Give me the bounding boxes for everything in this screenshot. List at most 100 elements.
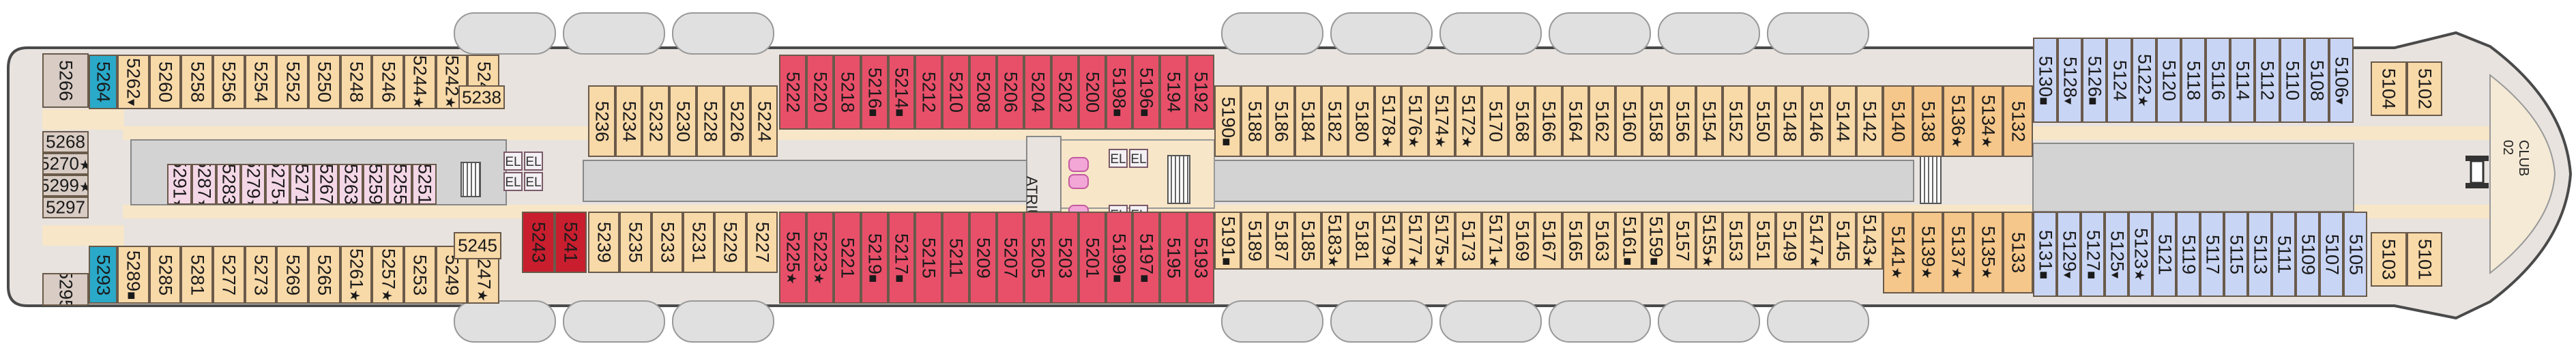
cabin-5271[interactable]: 5271 <box>289 164 314 205</box>
cabin-5258[interactable]: 5258 <box>181 55 213 109</box>
cabin-5225[interactable]: 5225★ <box>779 212 806 304</box>
cabin-5156[interactable]: 5156 <box>1669 85 1696 157</box>
cabin-5285[interactable]: 5285 <box>149 246 181 304</box>
cabin-5146[interactable]: 5146 <box>1802 85 1830 157</box>
cabin-5109[interactable]: 5109 <box>2296 212 2319 297</box>
cabin-5149[interactable]: 5149 <box>1776 212 1803 270</box>
cabin-5214[interactable]: 5214■ <box>888 55 916 130</box>
cabin-5121[interactable]: 5121 <box>2152 212 2176 297</box>
cabin-5140[interactable]: 5140 <box>1883 85 1913 157</box>
cabin-5198[interactable]: 5198■ <box>1105 55 1133 130</box>
cabin-5201[interactable]: 5201 <box>1078 212 1106 304</box>
cabin-5253[interactable]: 5253 <box>404 246 436 304</box>
cabin-5175[interactable]: 5175★ <box>1428 212 1455 270</box>
cabin-5246[interactable]: 5246 <box>372 55 404 109</box>
cabin-5205[interactable]: 5205 <box>1023 212 1051 304</box>
cabin-5257[interactable]: 5257★ <box>372 246 404 304</box>
cabin-5113[interactable]: 5113 <box>2248 212 2272 297</box>
cabin-5172[interactable]: 5172★ <box>1454 85 1482 157</box>
cabin-5105[interactable]: 5105 <box>2343 212 2367 297</box>
cabin-5233[interactable]: 5233 <box>651 212 683 273</box>
cabin-5115[interactable]: 5115 <box>2224 212 2248 297</box>
cabin-5265[interactable]: 5265 <box>308 246 340 304</box>
cabin-5261[interactable]: 5261★ <box>340 246 372 304</box>
cabin-5270[interactable]: 5270★ <box>42 153 89 175</box>
cabin-5166[interactable]: 5166 <box>1535 85 1562 157</box>
cabin-5164[interactable]: 5164 <box>1562 85 1589 157</box>
cabin-5183[interactable]: 5183★ <box>1321 212 1348 270</box>
cabin-5102[interactable]: 5102 <box>2406 61 2442 116</box>
cabin-5228[interactable]: 5228 <box>696 85 724 157</box>
cabin-5256[interactable]: 5256 <box>213 55 245 109</box>
cabin-5263[interactable]: 5263 <box>338 164 364 205</box>
cabin-5259[interactable]: 5259 <box>363 164 388 205</box>
cabin-5169[interactable]: 5169 <box>1508 212 1536 270</box>
cabin-5231[interactable]: 5231 <box>683 212 715 273</box>
cabin-5293[interactable]: 5293 <box>89 246 117 304</box>
cabin-5238[interactable]: 5238 <box>458 85 505 109</box>
cabin-5141[interactable]: 5141★ <box>1883 212 1913 293</box>
cabin-5203[interactable]: 5203 <box>1051 212 1079 304</box>
cabin-5181[interactable]: 5181 <box>1348 212 1375 270</box>
cabin-5154[interactable]: 5154 <box>1695 85 1723 157</box>
cabin-5273[interactable]: 5273 <box>244 246 277 304</box>
cabin-5107[interactable]: 5107 <box>2319 212 2343 297</box>
cabin-5122[interactable]: 5122★ <box>2131 38 2156 123</box>
cabin-5160[interactable]: 5160 <box>1615 85 1643 157</box>
cabin-5297[interactable]: 5297 <box>42 197 89 218</box>
cabin-5182[interactable]: 5182 <box>1321 85 1348 157</box>
cabin-5151[interactable]: 5151 <box>1749 212 1776 270</box>
cabin-5230[interactable]: 5230 <box>669 85 697 157</box>
cabin-5221[interactable]: 5221 <box>833 212 861 304</box>
cabin-5111[interactable]: 5111 <box>2272 212 2296 297</box>
cabin-5114[interactable]: 5114 <box>2230 38 2255 123</box>
cabin-5264[interactable]: 5264 <box>89 55 117 109</box>
cabin-5165[interactable]: 5165 <box>1562 212 1589 270</box>
cabin-5299[interactable]: 5299★ <box>42 175 89 197</box>
cabin-5241[interactable]: 5241 <box>554 212 587 273</box>
cabin-5125[interactable]: 5125▾ <box>2105 212 2128 297</box>
cabin-5200[interactable]: 5200 <box>1078 55 1106 130</box>
cabin-5170[interactable]: 5170 <box>1482 85 1509 157</box>
cabin-5162[interactable]: 5162 <box>1588 85 1615 157</box>
cabin-5287[interactable]: 5287★ <box>191 164 216 205</box>
cabin-5167[interactable]: 5167 <box>1535 212 1562 270</box>
cabin-5173[interactable]: 5173 <box>1454 212 1482 270</box>
cabin-5226[interactable]: 5226 <box>723 85 751 157</box>
cabin-5245[interactable]: 5245 <box>454 232 501 259</box>
cabin-5192[interactable]: 5192 <box>1187 55 1214 130</box>
cabin-5207[interactable]: 5207 <box>997 212 1024 304</box>
cabin-5234[interactable]: 5234 <box>615 85 643 157</box>
cabin-5124[interactable]: 5124 <box>2107 38 2132 123</box>
cabin-5224[interactable]: 5224 <box>750 85 778 157</box>
cabin-5252[interactable]: 5252 <box>276 55 308 109</box>
cabin-5255[interactable]: 5255 <box>387 164 413 205</box>
cabin-5153[interactable]: 5153 <box>1722 212 1749 270</box>
cabin-5103[interactable]: 5103 <box>2371 232 2407 287</box>
cabin-5189[interactable]: 5189 <box>1241 212 1268 270</box>
cabin-5143[interactable]: 5143★ <box>1856 212 1883 270</box>
cabin-5120[interactable]: 5120 <box>2156 38 2181 123</box>
cabin-5206[interactable]: 5206 <box>997 55 1024 130</box>
cabin-5132[interactable]: 5132 <box>2003 85 2033 157</box>
cabin-5104[interactable]: 5104 <box>2371 61 2407 116</box>
cabin-5117[interactable]: 5117 <box>2200 212 2224 297</box>
cabin-5262[interactable]: 5262▾ <box>117 55 149 109</box>
cabin-5212[interactable]: 5212 <box>915 55 943 130</box>
cabin-5127[interactable]: 5127■ <box>2081 212 2105 297</box>
cabin-5208[interactable]: 5208 <box>969 55 997 130</box>
cabin-5244[interactable]: 5244★ <box>404 55 436 109</box>
cabin-5168[interactable]: 5168 <box>1508 85 1536 157</box>
cabin-5195[interactable]: 5195 <box>1160 212 1188 304</box>
cabin-5145[interactable]: 5145 <box>1829 212 1856 270</box>
cabin-5180[interactable]: 5180 <box>1348 85 1375 157</box>
cabin-5179[interactable]: 5179★ <box>1375 212 1402 270</box>
cabin-5139[interactable]: 5139★ <box>1913 212 1943 293</box>
cabin-5130[interactable]: 5130■ <box>2033 38 2058 123</box>
cabin-5177[interactable]: 5177★ <box>1401 212 1429 270</box>
cabin-5196[interactable]: 5196■ <box>1132 55 1160 130</box>
cabin-5161[interactable]: 5161■ <box>1615 212 1643 270</box>
cabin-5152[interactable]: 5152 <box>1722 85 1749 157</box>
cabin-5248[interactable]: 5248 <box>340 55 372 109</box>
cabin-5268[interactable]: 5268 <box>42 131 89 153</box>
